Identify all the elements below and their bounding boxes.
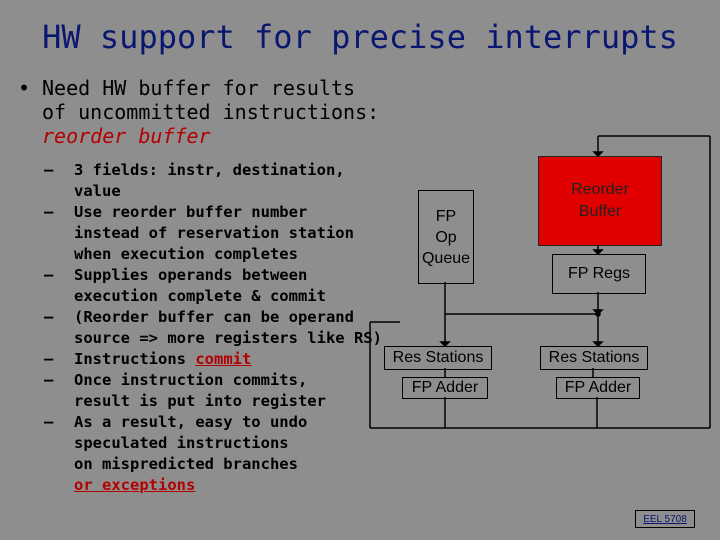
sub-bullet-7: – As a result, easy to undo speculated i… (44, 412, 384, 496)
sub-bullet-6: – Once instruction commits, result is pu… (44, 371, 326, 410)
sub-bullet-2: – Use reorder buffer number instead of r… (44, 203, 354, 263)
fp-adder-left-box: FP Adder (402, 377, 488, 399)
fp-regs-box: FP Regs (552, 254, 646, 294)
main-bullet-line-2: of uncommitted instructions: (42, 100, 380, 124)
course-footer-label[interactable]: EEL 5708 (643, 513, 687, 525)
sub-bullet-list: – 3 fields: instr, destination, value – … (44, 160, 384, 496)
junction-dot (595, 311, 601, 317)
rob-label-line-2: Buffer (578, 203, 622, 220)
slide-title: HW support for precise interrupts (42, 18, 678, 56)
sub-bullet-4: – (Reorder buffer can be operand source … (44, 308, 382, 347)
res-stations-left-box: Res Stations (384, 346, 492, 370)
reorder-buffer-box: Reorder Buffer (538, 156, 662, 246)
main-bullet-text: Need HW buffer for results of uncommitte… (42, 76, 402, 148)
arrow-rob (592, 151, 604, 158)
sub-bullet-1: – 3 fields: instr, destination, value (44, 161, 345, 200)
bullet-marker: • (18, 76, 31, 100)
arrow-rs1 (439, 341, 451, 348)
main-bullet-red-term: reorder buffer (42, 124, 211, 148)
res-stations-right-box: Res Stations (540, 346, 648, 370)
arrow-rs2 (592, 341, 604, 348)
rob-label-line-1: Reorder (571, 181, 629, 198)
fp-op-queue-box: FP Op Queue (418, 190, 474, 284)
exceptions-link[interactable]: or exceptions (74, 476, 196, 494)
commit-link[interactable]: commit (195, 350, 252, 368)
arrow-regs (592, 249, 604, 256)
main-bullet-line-1: Need HW buffer for results (42, 76, 356, 100)
course-footer: EEL 5708 (635, 510, 695, 528)
fp-adder-right-box: FP Adder (556, 377, 640, 399)
sub-bullet-3: – Supplies operands between execution co… (44, 266, 326, 305)
sub-bullet-5: – Instructions commit (44, 350, 252, 368)
